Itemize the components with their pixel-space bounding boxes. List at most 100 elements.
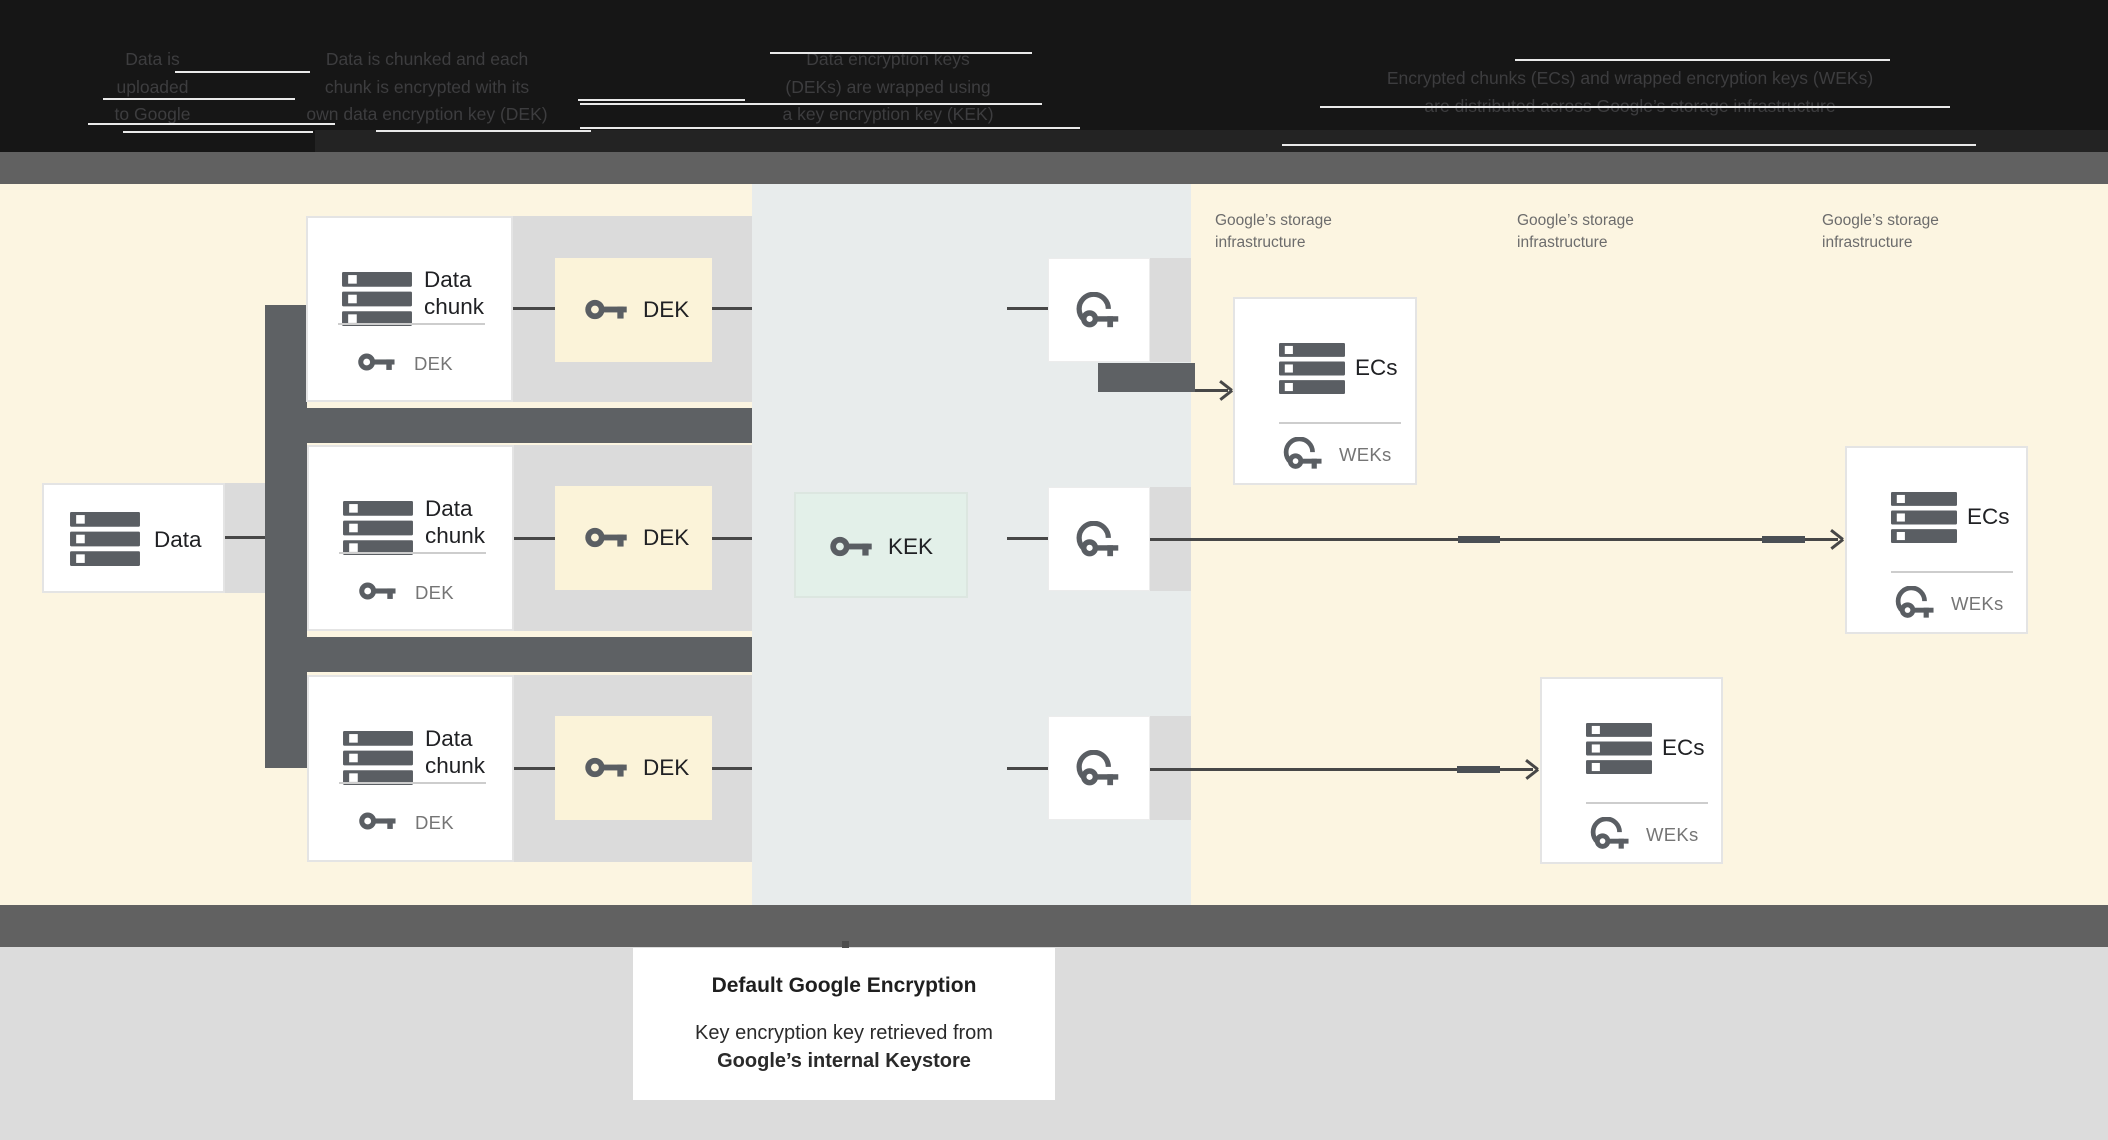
ecs-title: ECs (1662, 735, 1705, 760)
connector-line (1007, 307, 1048, 310)
chunk-title: Data chunk (424, 267, 485, 319)
chunk-connector-bar (265, 408, 752, 443)
chunk-title: Data chunk (425, 726, 486, 778)
server-stack-icon (342, 272, 412, 326)
wrapped-key-box (1048, 716, 1150, 820)
key-icon (585, 757, 627, 778)
ecs-key-label: WEKs (1951, 593, 2004, 614)
header-step-1: Data is uploaded to Google (114, 49, 191, 124)
dek-box: DEK (555, 486, 712, 590)
connector-line (712, 307, 752, 310)
header-hairline (580, 127, 1080, 129)
server-stack-icon (70, 512, 140, 566)
header-step-2: Data is chunked and each chunk is encryp… (306, 49, 548, 124)
header-hairline (123, 131, 313, 133)
ecs-key-label: WEKs (1339, 444, 1392, 465)
server-stack-icon (1279, 343, 1345, 394)
caption-line-1: Key encryption key retrieved from (695, 1022, 993, 1044)
data-chunk-card: Data chunk DEK (307, 675, 514, 862)
dek-box: DEK (555, 258, 712, 362)
header-strip-lighter (315, 130, 2108, 152)
storage-infrastructure-label: Google’s storage infrastructure (1517, 212, 1634, 251)
header-strip (0, 0, 2108, 152)
connector-line (225, 536, 265, 539)
chunk-key-label: DEK (414, 353, 453, 374)
key-icon (585, 299, 627, 320)
header-hairline (1320, 106, 1950, 108)
card-divider (1891, 571, 2013, 573)
ecs-title: ECs (1355, 355, 1398, 380)
connector-line (513, 537, 555, 540)
ecs-key-label: WEKs (1646, 824, 1699, 845)
wrapped-key-box (1048, 258, 1150, 362)
wrapped-key-icon (1076, 292, 1119, 328)
chunk-key-label: DEK (415, 812, 454, 833)
key-icon (585, 527, 627, 548)
card-divider (1586, 802, 1708, 804)
arrow-right-icon (1216, 378, 1232, 402)
wrapped-key-output-bar (1098, 363, 1195, 392)
arrow-line (1150, 768, 1533, 771)
chunk-title: Data chunk (425, 496, 486, 548)
server-stack-icon (1891, 492, 1957, 543)
arrow-thick-segment (1458, 536, 1500, 543)
dek-box: DEK (555, 716, 712, 820)
arrow-right-icon (1827, 527, 1843, 551)
wrapped-key-box (1048, 487, 1150, 591)
top-separator-band (0, 152, 2108, 184)
bottom-separator-band (0, 905, 2108, 947)
server-stack-icon (343, 501, 413, 555)
ecs-title: ECs (1967, 504, 2010, 529)
data-card: Data (42, 483, 225, 593)
arrow-thick-segment (1762, 536, 1805, 543)
key-icon (830, 536, 872, 557)
header-step-3: Data encryption keys (DEKs) are wrapped … (782, 49, 994, 124)
dek-label: DEK (643, 525, 690, 550)
data-chunk-card: Data chunk DEK (306, 216, 513, 402)
header-hairline (1282, 144, 1976, 146)
chunk-key-label: DEK (415, 582, 454, 603)
connector-line (712, 767, 752, 770)
caption-line-2: Google’s internal Keystore (717, 1050, 971, 1072)
key-icon (358, 353, 395, 371)
header-hairline (103, 98, 295, 100)
card-divider (338, 323, 485, 325)
ecs-card: ECs WEKs (1540, 677, 1723, 864)
connector-line (712, 537, 752, 540)
header-hairline (376, 130, 591, 132)
key-icon (359, 582, 396, 600)
data-card-label: Data (154, 527, 202, 552)
storage-infrastructure-label: Google’s storage infrastructure (1215, 212, 1332, 251)
connector-line (1007, 537, 1048, 540)
connector-line (513, 307, 555, 310)
wrapped-key-band (1150, 258, 1191, 362)
header-hairline (88, 123, 335, 125)
caption-box: Default Google Encryption Key encryption… (633, 948, 1055, 1100)
wrapped-key-icon (1076, 750, 1119, 786)
wrapped-key-icon (1590, 817, 1629, 849)
server-stack-icon (1586, 723, 1652, 774)
header-hairline (578, 99, 745, 101)
key-icon (359, 812, 396, 830)
caption-connector-stub (842, 941, 849, 948)
header-step-4: Encrypted chunks (ECs) and wrapped encry… (1386, 68, 1874, 116)
header-hairline (770, 52, 1032, 54)
card-divider (339, 782, 486, 784)
kek-box: KEK (794, 492, 968, 598)
storage-infrastructure-label: Google’s storage infrastructure (1822, 212, 1939, 251)
header-hairline (1515, 59, 1890, 61)
dek-label: DEK (643, 297, 690, 322)
wrapped-key-icon (1283, 437, 1322, 469)
header-hairline (175, 71, 310, 73)
card-divider (1279, 422, 1401, 424)
arrow-line (1195, 389, 1228, 392)
data-chunk-card: Data chunk DEK (307, 445, 514, 631)
header-hairline (580, 103, 1042, 105)
kek-label: KEK (888, 534, 934, 559)
card-divider (339, 552, 486, 554)
chunk-trunk-bar (265, 305, 307, 768)
dek-label: DEK (643, 755, 690, 780)
caption-title: Default Google Encryption (711, 974, 977, 997)
server-stack-icon (343, 731, 413, 785)
